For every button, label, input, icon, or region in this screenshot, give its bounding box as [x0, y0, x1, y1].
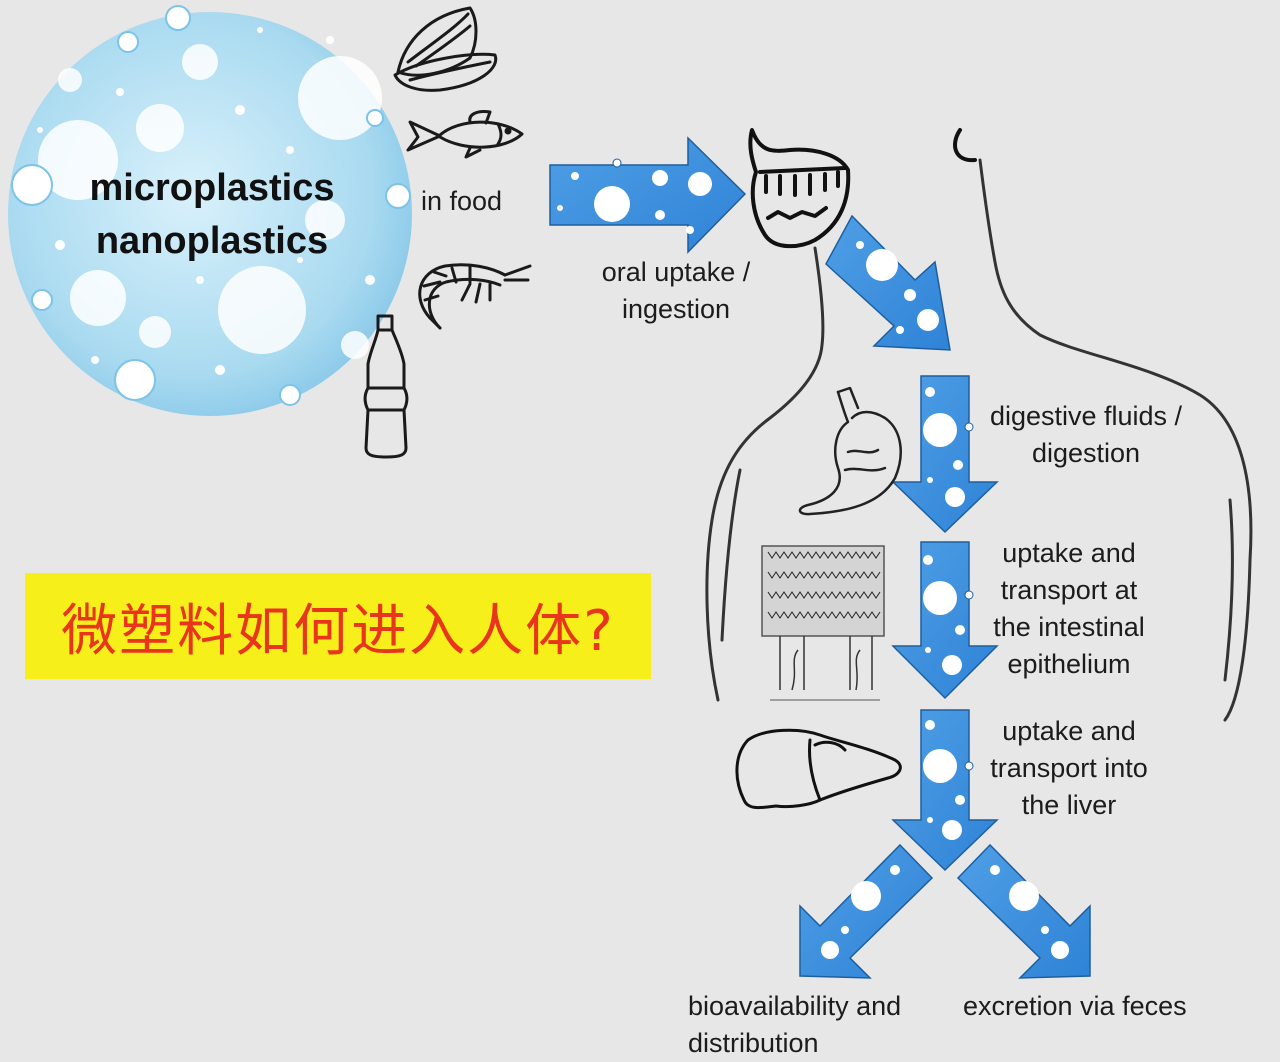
intestinal-villi-icon: [761, 545, 885, 701]
source-label: microplastics nanoplastics: [52, 162, 372, 268]
bottle-icon: [363, 314, 409, 459]
excretion-label: excretion via feces: [963, 991, 1187, 1021]
microplastics-sphere: [8, 5, 412, 416]
arrow-bioavailability: [799, 843, 934, 979]
step-intestine-label: uptake and transport at the intestinal e…: [993, 538, 1145, 679]
arrow-intestine: [891, 541, 999, 700]
arrow-excretion: [956, 843, 1091, 979]
chinese-title-text: 微塑料如何进入人体?: [61, 598, 615, 664]
microplastics-label: microplastics: [89, 167, 335, 209]
mouth-icon: [748, 128, 977, 249]
mussel-icon: [393, 6, 498, 92]
step-liver-label: uptake and transport into the liver: [990, 716, 1148, 820]
shrimp-icon: [418, 263, 532, 330]
arrow-food-to-mouth: [549, 136, 747, 254]
stomach-icon: [798, 386, 902, 516]
arrow-liver: [891, 709, 999, 872]
bioavailability-label: bioavailability and distribution: [688, 991, 902, 1058]
step-digestion-label: digestive fluids / digestion: [989, 401, 1183, 468]
oral-uptake-label: oral uptake / ingestion: [601, 257, 751, 324]
arrow-mouth-to-throat: [825, 214, 951, 351]
liver-icon: [735, 728, 902, 810]
body-outline: [705, 158, 1253, 722]
nanoplastics-label: nanoplastics: [95, 220, 329, 262]
in-food-label: in food: [421, 186, 503, 216]
fish-icon: [406, 110, 524, 159]
chinese-title-banner: 微塑料如何进入人体?: [25, 573, 651, 679]
arrow-digestion: [891, 375, 999, 534]
